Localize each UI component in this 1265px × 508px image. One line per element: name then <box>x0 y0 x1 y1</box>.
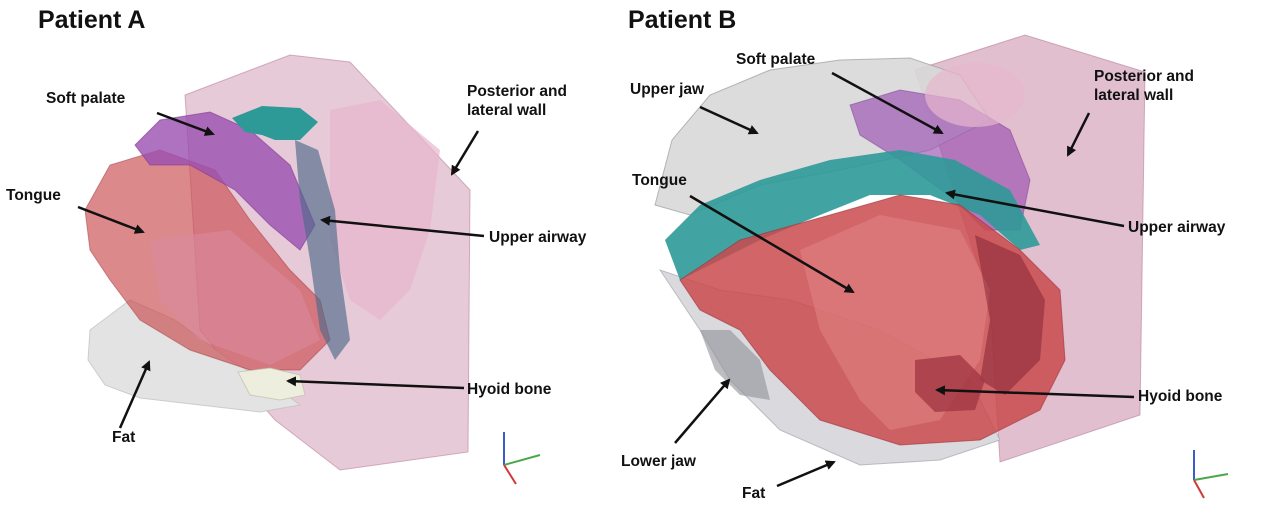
label-a-posterior-wall: Posterior and lateral wall <box>467 82 567 120</box>
label-b-fat: Fat <box>742 484 765 503</box>
label-b-posterior-wall: Posterior and lateral wall <box>1094 67 1194 105</box>
label-b-upper-jaw: Upper jaw <box>630 80 704 99</box>
label-b-tongue: Tongue <box>632 171 687 190</box>
patient-a-axis-triad <box>504 432 540 484</box>
arrow-b-fat <box>777 462 834 486</box>
label-a-soft-palate: Soft palate <box>46 89 125 108</box>
label-a-tongue: Tongue <box>6 186 61 205</box>
label-a-fat: Fat <box>112 428 135 447</box>
label-b-soft-palate: Soft palate <box>736 50 815 69</box>
label-b-lower-jaw: Lower jaw <box>621 452 696 471</box>
label-b-hyoid-bone: Hyoid bone <box>1138 387 1222 406</box>
label-a-hyoid-bone: Hyoid bone <box>467 380 551 399</box>
arrow-a-posterior-wall <box>452 131 478 174</box>
arrow-b-lower-jaw <box>675 380 729 443</box>
label-b-upper-airway: Upper airway <box>1128 218 1225 237</box>
patient-b-axis-triad <box>1194 450 1228 498</box>
label-a-upper-airway: Upper airway <box>489 228 586 247</box>
